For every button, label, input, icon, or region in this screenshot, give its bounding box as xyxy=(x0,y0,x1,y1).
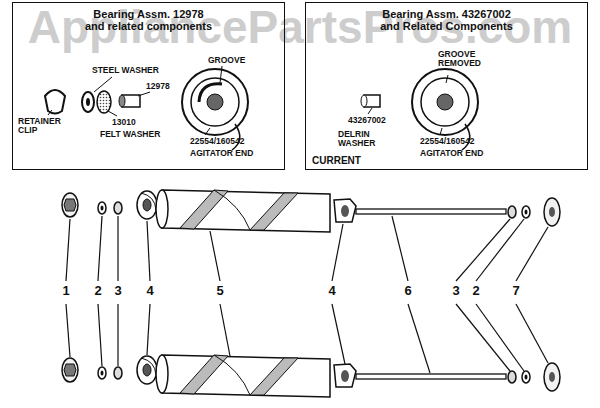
callout-number: 2 xyxy=(94,284,101,298)
part-number: 22554/160542 xyxy=(420,137,474,146)
part-label: STEEL WASHER xyxy=(92,66,159,75)
callout-number: 6 xyxy=(404,284,411,298)
callout-number: 7 xyxy=(512,284,519,298)
callout-number: 4 xyxy=(146,284,153,298)
part-number: 13010 xyxy=(112,118,136,127)
callout-number: 3 xyxy=(114,284,121,298)
part-label: GROOVE REMOVED xyxy=(438,50,488,69)
panel-title: Bearing Assm. 43267002 xyxy=(306,8,587,20)
part-label: AGITATOR END xyxy=(190,149,253,158)
panel-subtitle: and related components xyxy=(13,20,284,32)
callout-number: 3 xyxy=(452,284,459,298)
part-label: AGITATOR END xyxy=(420,149,483,158)
part-label: FELT WASHER xyxy=(100,130,160,139)
panel-title: Bearing Assm. 12978 xyxy=(13,8,284,20)
callout-number: 4 xyxy=(328,284,335,298)
callout-number: 2 xyxy=(472,284,479,298)
part-number: 12978 xyxy=(146,82,170,91)
part-label: DELRIN WASHER xyxy=(338,130,382,149)
part-number: 22554/160542 xyxy=(190,137,244,146)
status-label: CURRENT xyxy=(312,155,361,166)
part-label: GROOVE xyxy=(208,56,245,65)
panel-subtitle: and Related Components xyxy=(306,20,587,32)
part-label: RETAINER CLIP xyxy=(18,117,66,136)
callout-number: 5 xyxy=(216,284,223,298)
callout-number: 1 xyxy=(62,284,69,298)
part-number: 43267002 xyxy=(348,116,386,125)
